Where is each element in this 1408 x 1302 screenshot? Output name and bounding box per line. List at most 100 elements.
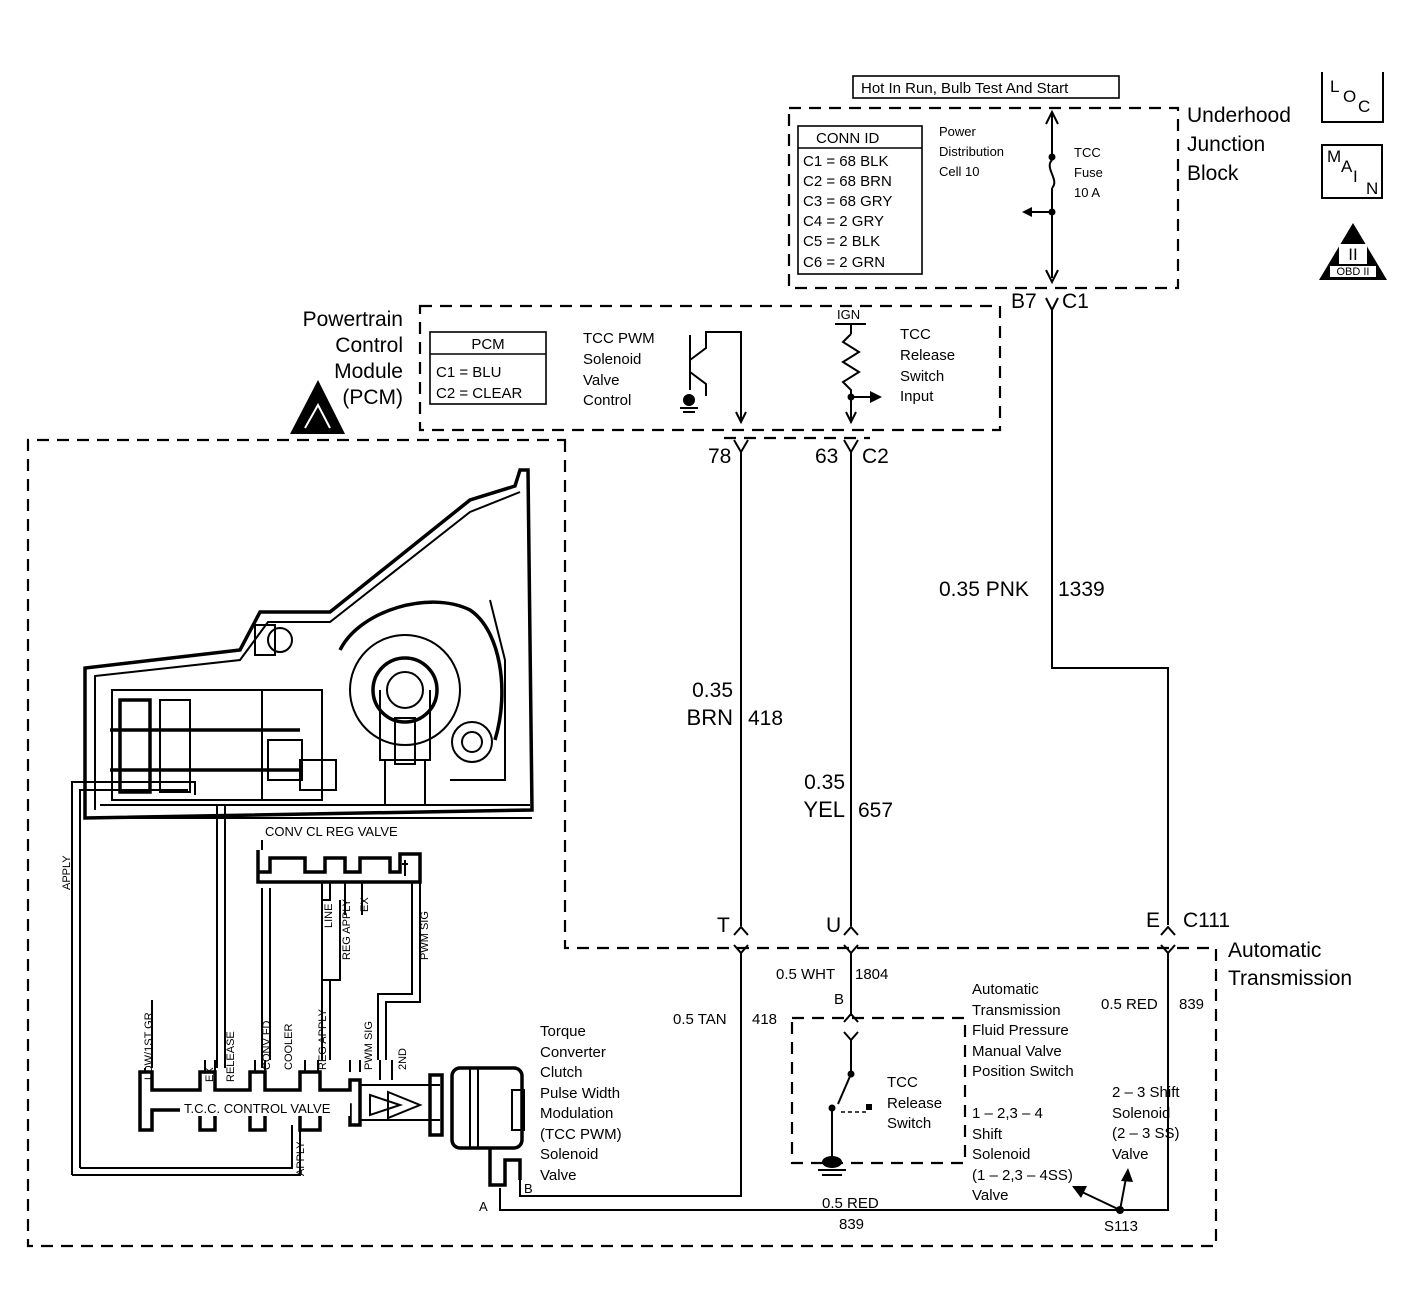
- svg-text:1804: 1804: [855, 966, 888, 983]
- svg-text:APPLY: APPLY: [61, 855, 73, 890]
- wire-yel-657: 0.35 YEL 657: [803, 452, 893, 926]
- svg-text:C2: C2: [862, 445, 889, 468]
- svg-text:63: 63: [815, 445, 838, 468]
- splice-s113: S113: [1072, 1168, 1138, 1235]
- svg-text:A: A: [479, 1199, 488, 1214]
- svg-text:OBD II: OBD II: [1336, 266, 1369, 278]
- svg-text:Clutch: Clutch: [540, 1064, 583, 1081]
- svg-text:CONV CL REG VALVE: CONV CL REG VALVE: [265, 824, 398, 839]
- main-badge: M A I N: [1321, 144, 1383, 199]
- connector-c111: T U E C111: [717, 909, 1230, 955]
- svg-text:I: I: [1353, 167, 1358, 186]
- svg-text:839: 839: [839, 1216, 864, 1233]
- svg-text:LINE: LINE: [323, 904, 335, 928]
- svg-text:C: C: [1358, 97, 1370, 116]
- wire-pnk-1339: 0.35 PNK 1339: [939, 310, 1169, 925]
- svg-text:Valve: Valve: [583, 372, 619, 389]
- svg-text:0.5 TAN: 0.5 TAN: [673, 1011, 727, 1028]
- svg-text:YEL: YEL: [803, 797, 845, 822]
- svg-text:RELEASE: RELEASE: [225, 1031, 237, 1082]
- svg-text:BRN: BRN: [687, 705, 733, 730]
- underhood-junction-block: Underhood Junction Block CONN ID C1 = 68…: [787, 104, 1291, 290]
- svg-text:418: 418: [748, 707, 783, 730]
- svg-text:Converter: Converter: [540, 1044, 606, 1061]
- ign-pullup-resistor-icon: IGN: [835, 307, 882, 425]
- svg-text:B: B: [524, 1181, 533, 1196]
- svg-text:Underhood: Underhood: [1187, 104, 1291, 127]
- ground-icon: [818, 1156, 846, 1176]
- svg-text:Fuse: Fuse: [1074, 165, 1103, 180]
- svg-text:T.C.C. CONTROL VALVE: T.C.C. CONTROL VALVE: [184, 1101, 331, 1116]
- svg-text:II: II: [1348, 245, 1357, 264]
- svg-text:Transmission: Transmission: [972, 1002, 1061, 1019]
- svg-text:EX: EX: [359, 897, 371, 912]
- pcm-connector-c2: 78 63 C2: [708, 436, 889, 468]
- wire-tan-418: 0.5 TAN 418: [519, 953, 777, 1197]
- svg-text:Position Switch: Position Switch: [972, 1063, 1074, 1080]
- svg-text:Input: Input: [900, 388, 934, 405]
- svg-text:839: 839: [1179, 996, 1204, 1013]
- svg-text:U: U: [826, 914, 841, 937]
- svg-text:T: T: [717, 914, 730, 937]
- svg-text:APPLY: APPLY: [295, 1141, 307, 1176]
- svg-text:B: B: [834, 991, 844, 1008]
- svg-text:C2 = 68 BRN: C2 = 68 BRN: [803, 173, 892, 190]
- hydraulic-labels: CONV CL REG VALVE LINE REG APPLY EX PWM …: [61, 824, 431, 1176]
- svg-text:(2 – 3 SS): (2 – 3 SS): [1112, 1125, 1180, 1142]
- svg-text:Pulse Width: Pulse Width: [540, 1085, 620, 1102]
- svg-text:Release: Release: [887, 1095, 942, 1112]
- svg-text:Fluid Pressure: Fluid Pressure: [972, 1022, 1069, 1039]
- svg-text:C3 = 68 GRY: C3 = 68 GRY: [803, 193, 892, 210]
- svg-text:10 A: 10 A: [1074, 185, 1100, 200]
- svg-text:Powertrain: Powertrain: [303, 308, 403, 331]
- svg-text:Release: Release: [900, 347, 955, 364]
- svg-text:Automatic: Automatic: [1228, 939, 1321, 962]
- power-note-text: Hot In Run, Bulb Test And Start: [861, 80, 1069, 97]
- svg-text:Module: Module: [334, 360, 403, 383]
- svg-text:Solenoid: Solenoid: [583, 351, 641, 368]
- svg-text:Torque: Torque: [540, 1023, 586, 1040]
- svg-text:Block: Block: [1187, 162, 1239, 185]
- svg-text:O: O: [1343, 87, 1356, 106]
- svg-text:Control: Control: [583, 392, 631, 409]
- svg-text:M: M: [1327, 147, 1341, 166]
- svg-text:Cell 10: Cell 10: [939, 164, 979, 179]
- pcm-module: Powertrain Control Module (PCM) PCM C1 =…: [290, 304, 1002, 434]
- svg-text:1 – 2,3 – 4: 1 – 2,3 – 4: [972, 1105, 1043, 1122]
- svg-text:0.5 WHT: 0.5 WHT: [776, 966, 835, 983]
- svg-text:TCC PWM: TCC PWM: [583, 330, 655, 347]
- svg-text:(1 – 2,3 – 4SS): (1 – 2,3 – 4SS): [972, 1167, 1073, 1184]
- obd-ii-badge: II OBD II: [1319, 223, 1387, 280]
- loc-badge: L O C: [1321, 72, 1384, 123]
- svg-text:Valve: Valve: [972, 1187, 1008, 1204]
- svg-text:Power: Power: [939, 124, 977, 139]
- svg-text:2 – 3 Shift: 2 – 3 Shift: [1112, 1084, 1180, 1101]
- svg-text:657: 657: [858, 799, 893, 822]
- svg-text:Modulation: Modulation: [540, 1105, 613, 1122]
- svg-text:EX: EX: [204, 1067, 216, 1082]
- svg-text:E: E: [1146, 909, 1160, 932]
- svg-text:0.5 RED: 0.5 RED: [1101, 996, 1158, 1013]
- wire-red-839: 0.5 RED 839 0.5 RED 839: [499, 953, 1204, 1233]
- connector-c1: B7 C1: [1011, 290, 1089, 313]
- svg-text:Solenoid: Solenoid: [972, 1146, 1030, 1163]
- svg-text:S113: S113: [1104, 1218, 1138, 1235]
- fluid-pressure-switch-box: TCC Release Switch: [790, 1016, 967, 1176]
- svg-text:C1 = 68 BLK: C1 = 68 BLK: [803, 153, 888, 170]
- pwm-transistor-icon: [680, 331, 747, 425]
- transmission-cutaway-illustration: A B: [71, 468, 534, 1214]
- svg-text:Switch: Switch: [900, 368, 944, 385]
- svg-text:Valve: Valve: [1112, 1146, 1148, 1163]
- automatic-transmission-box: Automatic Transmission: [26, 438, 1352, 1248]
- svg-text:Manual Valve: Manual Valve: [972, 1043, 1062, 1060]
- wire-brn-418: 0.35 BRN 418: [687, 452, 783, 926]
- conn-id-table: CONN ID C1 = 68 BLK C2 = 68 BRN C3 = 68 …: [797, 125, 923, 275]
- svg-text:0.35 PNK: 0.35 PNK: [939, 578, 1029, 601]
- svg-text:B7: B7: [1011, 290, 1037, 313]
- svg-text:TCC: TCC: [887, 1074, 918, 1091]
- svg-text:78: 78: [708, 445, 731, 468]
- svg-text:Solenoid: Solenoid: [540, 1146, 598, 1163]
- esd-warning-icon: [290, 380, 345, 434]
- pcm-connector-table: PCM C1 = BLU C2 = CLEAR: [429, 331, 547, 405]
